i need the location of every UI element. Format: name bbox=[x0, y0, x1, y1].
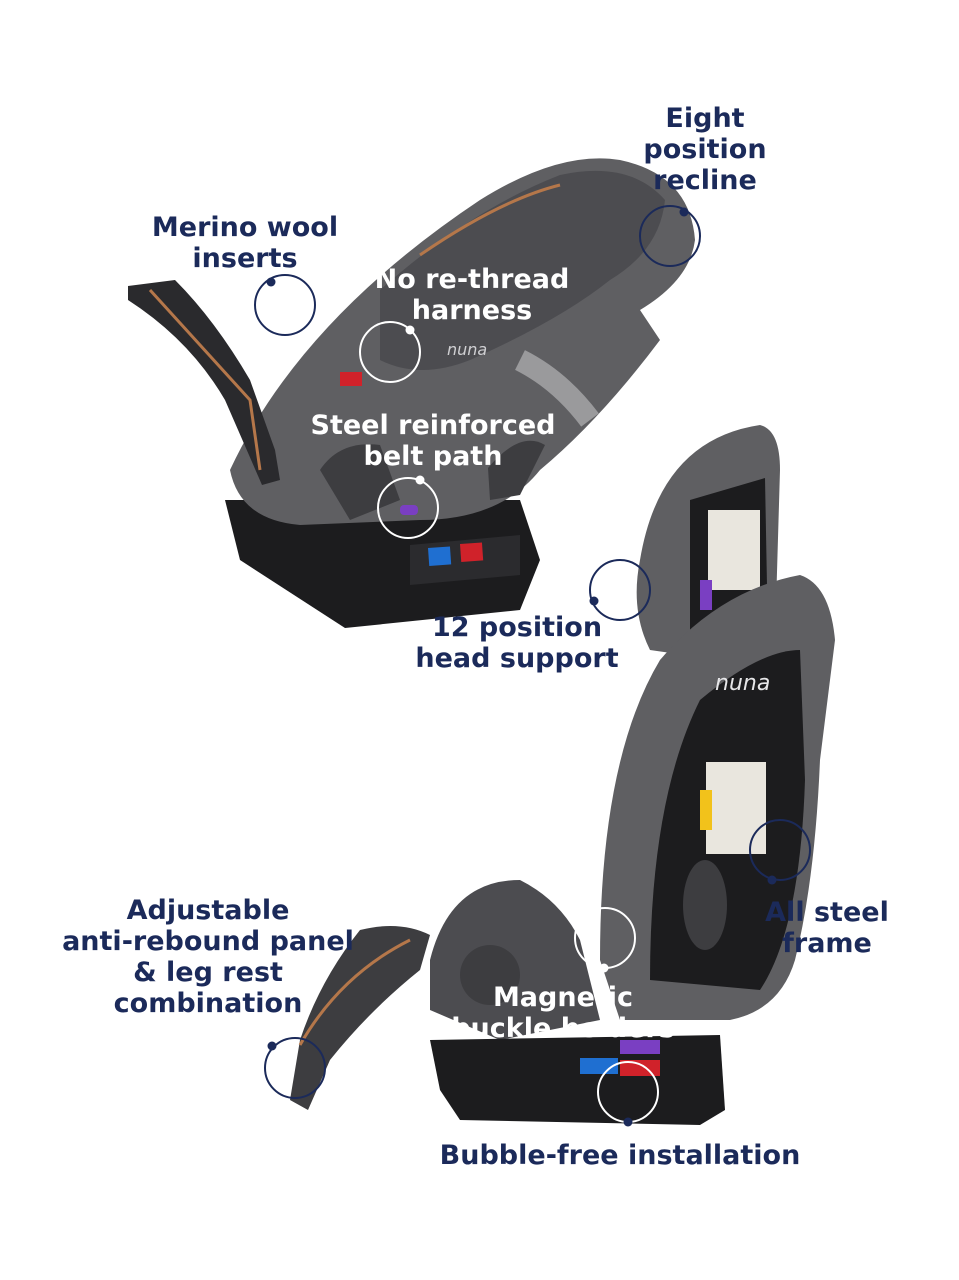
callout-dots bbox=[266, 207, 777, 1127]
harness-line1: No re-thread bbox=[374, 264, 570, 295]
bubble-line1: Bubble-free installation bbox=[439, 1140, 801, 1171]
antirebound-line2: anti-rebound panel bbox=[62, 926, 354, 957]
svg-text:nuna: nuna bbox=[715, 671, 770, 696]
brand-logo: nuna bbox=[447, 340, 487, 359]
harness-line2: harness bbox=[411, 295, 533, 326]
rear-facing-seat-image: nuna bbox=[128, 158, 695, 628]
headsupport-callout: 12 position head support bbox=[415, 612, 618, 674]
beltpath-line2: belt path bbox=[363, 441, 503, 472]
beltpath-marker bbox=[377, 477, 439, 539]
frame-marker bbox=[749, 819, 811, 881]
antirebound-line3: & leg rest bbox=[133, 957, 283, 988]
recline-callout: Eight position recline bbox=[643, 103, 766, 196]
harness-callout: No re-thread harness bbox=[375, 264, 570, 326]
headsupport-marker bbox=[589, 559, 651, 621]
antirebound-line4: combination bbox=[113, 988, 303, 1019]
headsupport-line1: 12 position bbox=[431, 612, 603, 643]
buckle-callout: Magnetic buckle holders bbox=[451, 982, 675, 1044]
beltpath-line1: Steel reinforced bbox=[310, 410, 556, 441]
recline-line1: Eight bbox=[665, 103, 745, 134]
frame-line2: frame bbox=[782, 928, 872, 959]
bubble-callout: Bubble-free installation bbox=[440, 1140, 801, 1171]
recline-marker bbox=[639, 205, 701, 267]
recline-line3: recline bbox=[653, 165, 757, 196]
harness-marker bbox=[359, 321, 421, 383]
recline-line2: position bbox=[643, 134, 767, 165]
headsupport-line2: head support bbox=[415, 643, 619, 674]
frame-callout: All steel frame bbox=[765, 897, 889, 959]
antirebound-callout: Adjustable anti-rebound panel & leg rest… bbox=[62, 895, 354, 1019]
buckle-line2: buckle holders bbox=[451, 1013, 675, 1044]
merino-callout: Merino wool inserts bbox=[152, 212, 338, 274]
merino-line1: Merino wool bbox=[151, 212, 339, 243]
merino-line2: inserts bbox=[192, 243, 298, 274]
antirebound-line1: Adjustable bbox=[126, 895, 290, 926]
merino-marker bbox=[254, 274, 316, 336]
antirebound-marker bbox=[264, 1037, 326, 1099]
beltpath-callout: Steel reinforced belt path bbox=[311, 410, 556, 472]
frame-line1: All steel bbox=[765, 897, 889, 928]
forward-facing-seat-image: nuna bbox=[290, 425, 835, 1125]
buckle-line1: Magnetic bbox=[492, 982, 634, 1013]
